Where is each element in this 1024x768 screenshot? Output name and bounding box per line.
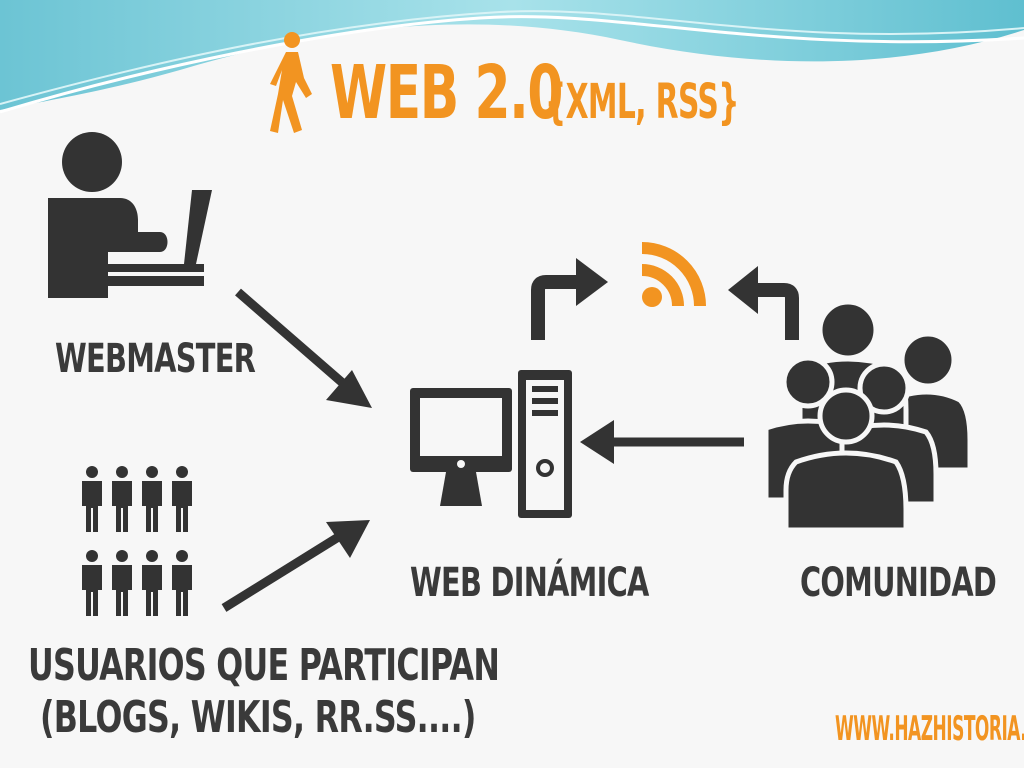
users-label-line2: (BLOGS, WIKIS, RR.SS....): [40, 692, 476, 743]
page-subtitle: {XML, RSS}: [545, 74, 739, 130]
webmaster-label: WEBMASTER: [55, 336, 256, 382]
page-title: WEB 2.0: [330, 50, 563, 136]
comunidad-label: COMUNIDAD: [800, 560, 997, 606]
web-dinamica-label: WEB DINÁMICA: [410, 560, 649, 606]
header-wave: [0, 0, 1024, 114]
users-label-line1: USUARIOS QUE PARTICIPAN: [28, 640, 500, 691]
watermark-text: WWW.HAZHISTORIA.NET: [835, 709, 1024, 749]
